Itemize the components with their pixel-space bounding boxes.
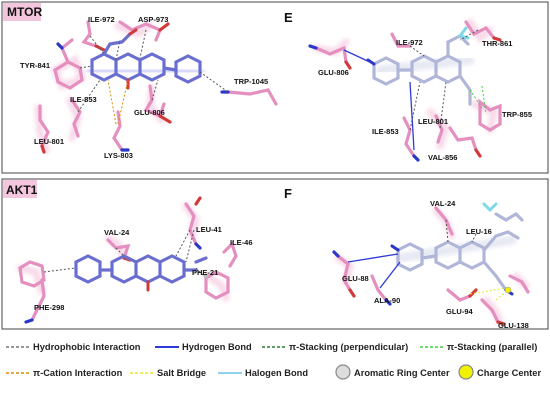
- akt1-title-bg: [3, 180, 37, 198]
- legend-label: π-Cation Interaction: [33, 368, 123, 378]
- legend-label: Aromatic Ring Center: [354, 368, 450, 378]
- mtor-panel: MTOR E: [1, 1, 549, 174]
- residue-label: TRP-1045: [234, 77, 268, 86]
- legend-salt-bridge: Salt Bridge: [130, 368, 206, 378]
- residue-label: TYR-841: [20, 61, 50, 70]
- residue-label: GLU-138: [498, 321, 529, 330]
- residue-label: ILE-853: [372, 127, 399, 136]
- residue-label: ALA-90: [374, 296, 400, 305]
- akt1-title: AKT1: [6, 183, 38, 197]
- residue-label: PHE-298: [34, 303, 64, 312]
- residue-label: ILE-972: [88, 15, 115, 24]
- residue-label: PHE-21: [192, 268, 218, 277]
- residue-label: GLU-94: [446, 307, 474, 316]
- akt1-left-ligand: [71, 254, 211, 292]
- residue-label: LEU-801: [34, 137, 64, 146]
- mtor-panel-letter: E: [284, 10, 293, 25]
- legend-swatch: [335, 364, 351, 380]
- mtor-right-residues: [308, 18, 502, 162]
- legend-label: Hydrogen Bond: [182, 342, 252, 352]
- legend-halogen-bond: Halogen Bond: [218, 368, 308, 378]
- mtor-right-labels: ILE-972 THR-861 GLU-806 ILE-853 LEU-801 …: [318, 38, 532, 162]
- residue-label: GLU-806: [134, 108, 165, 117]
- legend: Hydrophobic Interaction Hydrogen Bond π-…: [6, 342, 541, 380]
- mtor-title-bg: [3, 3, 41, 21]
- mtor-panel-frame: [1, 1, 549, 174]
- akt1-left-interactions: [43, 229, 209, 279]
- akt1-panel-frame: [1, 178, 549, 330]
- mtor-right-interactions: [343, 29, 487, 151]
- akt1-left-labels: VAL-24 LEU-41 ILE-46 PHE-21 PHE-298: [34, 225, 253, 312]
- legend-label: Charge Center: [477, 368, 541, 378]
- legend-aromatic-ring-center: Aromatic Ring Center: [335, 364, 450, 380]
- akt1-right-labels: VAL-24 LEU-16 GLU-88 ALA-90 GLU-94 GLU-1…: [342, 199, 529, 330]
- legend-charge-center: Charge Center: [458, 364, 541, 380]
- residue-label: GLU-88: [342, 274, 369, 283]
- legend-hydrogen-bond: Hydrogen Bond: [155, 342, 252, 352]
- akt1-panel: AKT1 F: [1, 178, 549, 330]
- residue-label: LEU-16: [466, 227, 492, 236]
- residue-label: VAL-24: [430, 199, 456, 208]
- residue-label: LEU-41: [196, 225, 222, 234]
- residue-label: ILE-972: [396, 38, 423, 47]
- residue-label: VAL-24: [104, 228, 130, 237]
- residue-label: THR-861: [482, 39, 512, 48]
- mtor-left-ligand: [85, 28, 205, 90]
- mtor-left-interactions: [77, 29, 229, 125]
- residue-label: ASP-973: [138, 15, 168, 24]
- residue-label: LYS-803: [104, 151, 133, 160]
- legend-label: Hydrophobic Interaction: [33, 342, 141, 352]
- legend-hydrophobic: Hydrophobic Interaction: [6, 342, 141, 352]
- legend-label: Salt Bridge: [157, 368, 206, 378]
- legend-pi-stacking-perpendicular: π-Stacking (perpendicular): [262, 342, 408, 352]
- legend-label: π-Stacking (parallel): [447, 342, 537, 352]
- legend-label: Halogen Bond: [245, 368, 308, 378]
- akt1-panel-letter: F: [284, 186, 292, 201]
- mtor-left-residues: [34, 20, 278, 154]
- residue-label: ILE-46: [230, 238, 253, 247]
- residue-label: VAL-856: [428, 153, 457, 162]
- legend-swatch: [458, 364, 474, 380]
- residue-label: LEU-801: [418, 117, 448, 126]
- mtor-title: MTOR: [7, 5, 42, 19]
- legend-pi-cation: π-Cation Interaction: [6, 368, 123, 378]
- residue-label: ILE-853: [70, 95, 97, 104]
- residue-label: TRP-855: [502, 110, 532, 119]
- akt1-right-interactions: [347, 219, 512, 301]
- legend-label: π-Stacking (perpendicular): [289, 342, 408, 352]
- mtor-left-labels: ILE-972 ASP-973 TYR-841 ILE-853 TRP-1045…: [20, 15, 268, 160]
- legend-pi-stacking-parallel: π-Stacking (parallel): [420, 342, 537, 352]
- residue-label: GLU-806: [318, 68, 349, 77]
- akt1-right-ligand: [390, 202, 524, 296]
